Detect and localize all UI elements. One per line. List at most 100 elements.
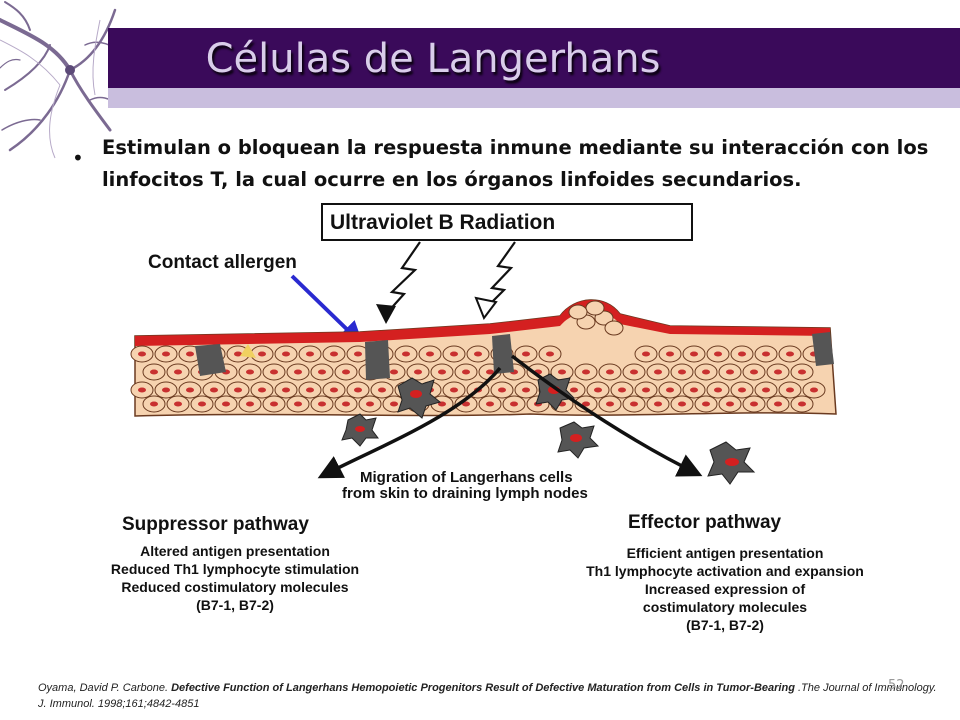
skin-cell-nucleus (666, 351, 674, 357)
skin-cell-nucleus (810, 387, 818, 393)
skin-cell-nucleus (414, 369, 422, 375)
skin-cell-nucleus (294, 369, 302, 375)
effector-line: Th1 lymphocyte activation and expansion (586, 563, 864, 579)
effector-line: costimulatory molecules (643, 599, 807, 615)
title-underline-strip (108, 88, 960, 108)
skin-cell-nucleus (594, 387, 602, 393)
skin-cell-nucleus (150, 401, 158, 407)
skin-cell-nucleus (174, 369, 182, 375)
migration-label-line1: Migration of Langerhans cells (360, 469, 573, 486)
skin-cell-nucleus (486, 401, 494, 407)
skin-cell-nucleus (282, 387, 290, 393)
uvb-lightning-arrows (376, 241, 516, 324)
skin-cell-nucleus (258, 351, 266, 357)
skin-cell-nucleus (774, 401, 782, 407)
skin-cell-nucleus (786, 387, 794, 393)
skin-cell (568, 304, 588, 320)
migration-label-line2: from skin to draining lymph nodes (342, 485, 588, 502)
skin-cell-nucleus (174, 401, 182, 407)
skin-cell-nucleus (390, 401, 398, 407)
skin-cell-nucleus (138, 387, 146, 393)
suppressor-line: Altered antigen presentation (140, 543, 330, 559)
skin-cell (585, 300, 605, 316)
skin-cell-nucleus (498, 387, 506, 393)
langerhans-diagram: Ultraviolet B Radiation Contact allergen (111, 203, 864, 633)
effector-line: Increased expression of (645, 581, 806, 597)
effector-line: Efficient antigen presentation (627, 545, 824, 561)
skin-cell-nucleus (342, 401, 350, 407)
effector-migration-arrow (510, 354, 703, 477)
skin-cell-nucleus (762, 387, 770, 393)
skin-cells (130, 300, 826, 413)
citation-journal: .The Journal of Immunology. J. Immunol. … (38, 682, 937, 710)
skin-cell-nucleus (246, 369, 254, 375)
skin-cell-nucleus (486, 369, 494, 375)
uvb-label: Ultraviolet B Radiation (330, 211, 555, 234)
skin-cell-nucleus (270, 401, 278, 407)
skin-cell-nucleus (342, 369, 350, 375)
contact-allergen-label: Contact allergen (148, 252, 297, 273)
skin-cell-nucleus (726, 401, 734, 407)
citation: Oyama, David P. Carbone. Defective Funct… (38, 680, 938, 712)
slide-title: Células de Langerhans (205, 36, 661, 82)
skin-cell-nucleus (438, 401, 446, 407)
uvb-label-box (321, 203, 693, 241)
skin-cell-nucleus (726, 369, 734, 375)
skin-cell-nucleus (318, 401, 326, 407)
skin-cell-nucleus (798, 369, 806, 375)
effector-pathway-list: Efficient antigen presentation Th1 lymph… (586, 545, 864, 633)
skin-cell-nucleus (258, 387, 266, 393)
skin-cell-nucleus (774, 369, 782, 375)
skin-cell-nucleus (690, 387, 698, 393)
skin-cell-nucleus (462, 401, 470, 407)
suppressor-pathway-title: Suppressor pathway (122, 514, 309, 535)
skin-cell-nucleus (630, 401, 638, 407)
skin-cell-nucleus (390, 369, 398, 375)
skin-cell-nucleus (162, 387, 170, 393)
skin-cell-nucleus (450, 387, 458, 393)
bullet-marker: • (72, 146, 84, 170)
skin-cell-nucleus (354, 351, 362, 357)
skin-cell-nucleus (234, 387, 242, 393)
skin-cell-nucleus (582, 401, 590, 407)
suppressor-migration-arrow (317, 366, 502, 479)
skin-cell-nucleus (738, 387, 746, 393)
allergen-arrow (290, 274, 364, 346)
skin-cell-nucleus (762, 351, 770, 357)
skin-cell-nucleus (606, 401, 614, 407)
skin-cell-nucleus (402, 351, 410, 357)
page-number: 52 (888, 678, 905, 693)
skin-cell-nucleus (150, 369, 158, 375)
skin-cell-nucleus (546, 351, 554, 357)
skin-cell-nucleus (654, 401, 662, 407)
skin-cell-nucleus (666, 387, 674, 393)
skin-cell-nucleus (186, 387, 194, 393)
skin-cell-nucleus (162, 351, 170, 357)
skin-cell-nucleus (798, 401, 806, 407)
title-bar (108, 28, 960, 88)
skin-cell-nucleus (234, 351, 242, 357)
citation-title: Defective Function of Langerhans Hemopoi… (171, 682, 795, 694)
skin-cell-nucleus (570, 387, 578, 393)
effector-pathway-title: Effector pathway (628, 512, 782, 533)
skin-cell-nucleus (366, 401, 374, 407)
skin-cell-nucleus (558, 369, 566, 375)
corner-decoration-icon (0, 1, 119, 159)
skin-cell-nucleus (750, 369, 758, 375)
skin-cell (604, 320, 624, 336)
skin-layer-illustration (130, 299, 837, 417)
skin-cell-nucleus (198, 401, 206, 407)
skin-cell-nucleus (186, 351, 194, 357)
skin-cell-nucleus (678, 369, 686, 375)
suppressor-pathway-list: Altered antigen presentation Reduced Th1… (111, 543, 359, 613)
skin-cell-nucleus (618, 387, 626, 393)
skin-cell-nucleus (702, 369, 710, 375)
effector-line: (B7-1, B7-2) (686, 617, 764, 633)
skin-cell-nucleus (690, 351, 698, 357)
skin-cell-nucleus (306, 387, 314, 393)
skin-cell-nucleus (354, 387, 362, 393)
skin-cell-nucleus (582, 369, 590, 375)
skin-cell-nucleus (474, 351, 482, 357)
skin-cell-nucleus (294, 401, 302, 407)
skin-cell-nucleus (750, 401, 758, 407)
